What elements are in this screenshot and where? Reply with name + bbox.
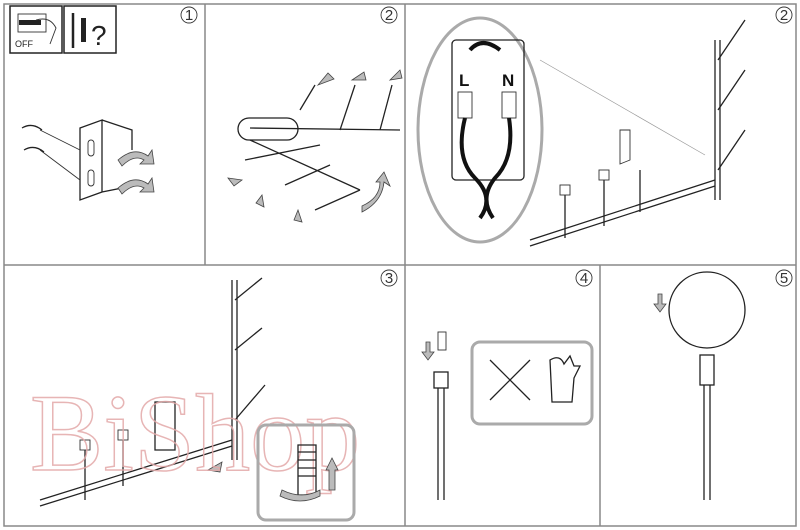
svg-text:1: 1 bbox=[185, 7, 193, 24]
power-off-icon: OFF bbox=[9, 5, 63, 54]
wall-bracket-drawing bbox=[21, 119, 155, 201]
wire-label-live: L bbox=[459, 71, 469, 90]
panel-frames bbox=[3, 3, 797, 527]
step-number-2b: 2 bbox=[775, 6, 793, 24]
svg-text:?: ? bbox=[91, 20, 107, 51]
globe-shade-drawing bbox=[653, 271, 746, 500]
svg-text:OFF: OFF bbox=[15, 39, 33, 49]
step-number-3: 3 bbox=[380, 269, 398, 287]
lamp-frame-drawing bbox=[529, 19, 746, 247]
step-number-1: 1 bbox=[180, 6, 198, 24]
lamp-mounting-drawing bbox=[39, 277, 266, 507]
step-number-4: 4 bbox=[575, 269, 593, 287]
thread-detail-callout bbox=[256, 423, 356, 522]
step-number-5: 5 bbox=[775, 269, 793, 287]
svg-text:2: 2 bbox=[385, 7, 393, 24]
bulb-insert-drawing bbox=[421, 331, 594, 500]
step-number-2a: 2 bbox=[380, 6, 398, 24]
tools-question-icon: ? bbox=[63, 5, 117, 54]
watermark: BiShop bbox=[30, 372, 360, 494]
svg-text:5: 5 bbox=[780, 270, 788, 287]
svg-text:2: 2 bbox=[780, 7, 788, 24]
svg-text:4: 4 bbox=[580, 270, 588, 287]
svg-text:3: 3 bbox=[385, 270, 393, 287]
wiring-detail-callout: L N bbox=[416, 16, 544, 244]
lamp-arms-assembly-drawing bbox=[227, 69, 403, 223]
wire-label-neutral: N bbox=[502, 71, 514, 90]
